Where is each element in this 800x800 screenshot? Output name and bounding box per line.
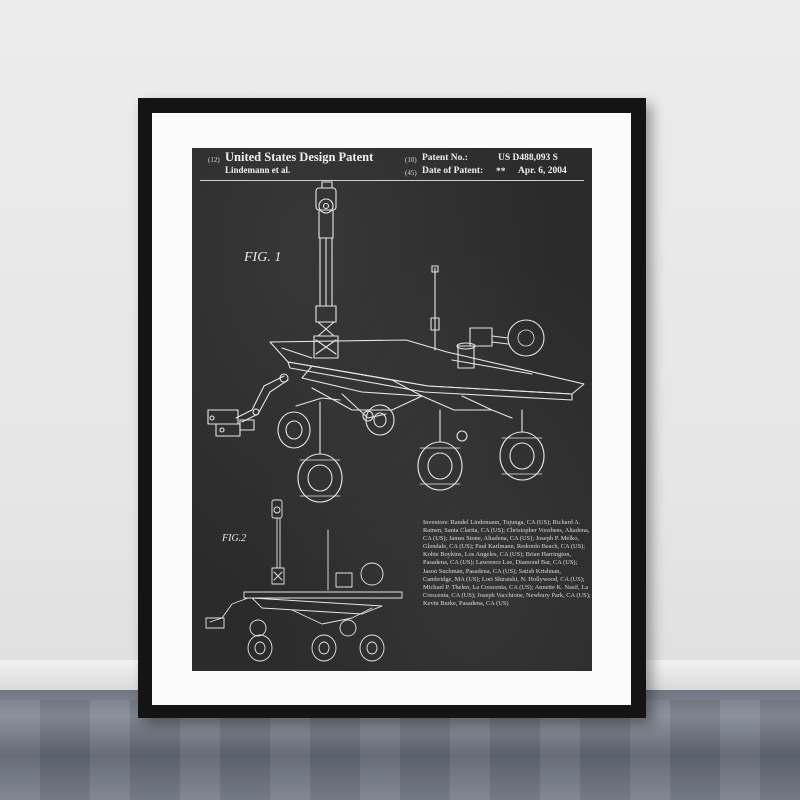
inventors-block: Inventors: Randel Lindemann, Tujunga, CA… [423,519,591,608]
rover-wheels-fig1 [277,401,545,503]
patent-date-label: Date of Patent: [422,166,484,176]
fig1-label: FIG. 1 [244,250,282,265]
patent-title: United States Design Patent [225,150,374,164]
patent-print: (12) United States Design Patent Lindema… [192,148,592,671]
patent-date: Apr. 6, 2004 [518,166,567,176]
header-rule [200,180,584,181]
patent-code-45: (45) [405,169,417,177]
rover-drawings [205,181,585,662]
patent-date-marks: ** [496,167,506,177]
fig2-label: FIG.2 [222,533,247,544]
patent-number-label: Patent No.: [422,153,468,163]
patent-code-10: (10) [405,156,417,164]
patent-authors: Lindemann et al. [225,165,291,175]
patent-number: US D488,093 S [498,153,558,163]
inventors-list: Randel Lindemann, Tujunga, CA (US); Rich… [423,519,591,607]
inventors-label: Inventors: [423,519,449,526]
rover-fig1 [207,181,585,503]
rover-fig2 [205,499,403,662]
patent-code-12: (12) [208,156,220,164]
